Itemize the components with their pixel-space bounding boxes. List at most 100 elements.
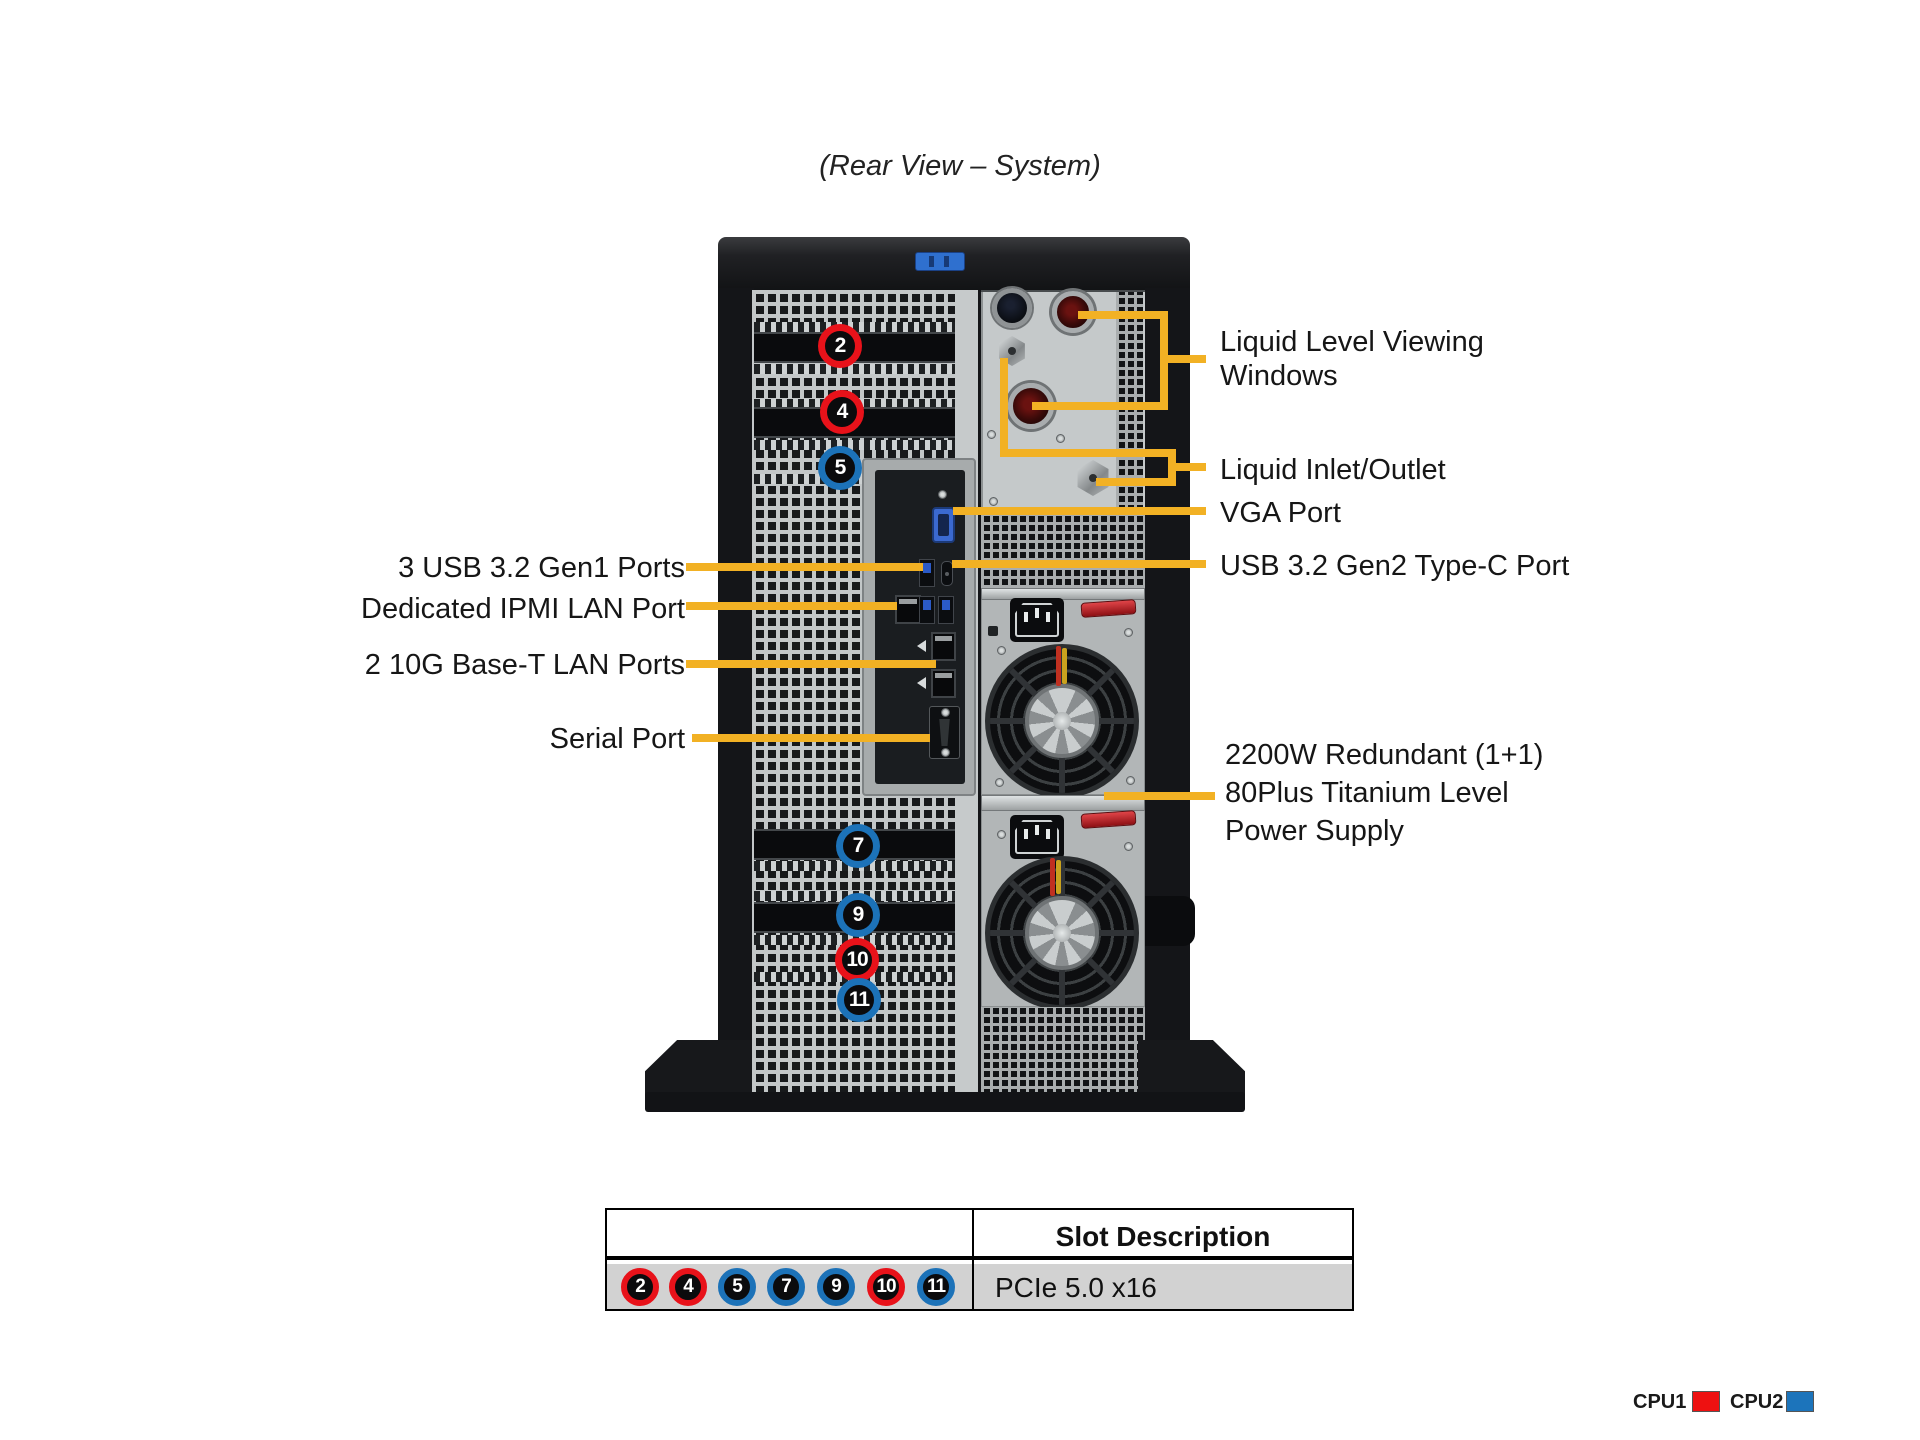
slot-table: Slot Description PCIe 5.0 x16 <box>605 1208 1354 1311</box>
vent-strip <box>754 440 955 450</box>
inlet-pin <box>1024 612 1028 622</box>
callout-bracket-inlet <box>1168 449 1176 486</box>
callout-line-window-bottom <box>1032 402 1167 410</box>
slot-table-header-row: Slot Description <box>607 1210 1352 1260</box>
serial-screw <box>941 748 950 757</box>
table-slot-badge-2: 2 <box>621 1268 659 1306</box>
callout-line-ipmi <box>686 602 897 610</box>
callout-line-inlet-top <box>1000 449 1176 457</box>
lan-indicator-icon <box>917 677 926 689</box>
psu-screw <box>995 778 1004 787</box>
port-shield <box>899 599 917 604</box>
valve-center <box>1089 474 1097 482</box>
slot-badge-9: 9 <box>836 893 880 937</box>
slot-badge-5: 5 <box>818 446 862 490</box>
inlet-pin <box>1046 612 1050 622</box>
usb-3-2-gen1-port <box>938 596 954 624</box>
psu1-led <box>988 626 998 636</box>
liquid-window-dark <box>992 288 1032 328</box>
callout-line-typec <box>952 560 1206 568</box>
panel-screw <box>1056 434 1065 443</box>
side-handle <box>1145 896 1195 946</box>
vent-strip <box>754 364 955 374</box>
panel-screw <box>987 430 996 439</box>
latch-notch <box>944 256 949 267</box>
slot-table-header-description: Slot Description <box>1055 1221 1271 1252</box>
latch-notch <box>929 256 934 267</box>
fan-wire-yellow <box>1056 860 1061 894</box>
legend-cpu2-label: CPU2 <box>1730 1391 1784 1413</box>
port-shield <box>935 636 952 641</box>
label-usb-gen1: 3 USB 3.2 Gen1 Ports <box>398 552 685 584</box>
table-slot-badge-11: 11 <box>917 1268 955 1306</box>
inlet-pin <box>1024 829 1028 839</box>
ac-inlet-1 <box>1010 598 1064 642</box>
panel-screw <box>989 497 998 506</box>
fan-wire-red <box>1056 646 1061 686</box>
psu-screw <box>1124 628 1133 637</box>
serial-port <box>929 706 960 759</box>
inlet-pin <box>1035 608 1039 618</box>
io-screw <box>938 490 947 499</box>
mid-vent-band <box>981 514 1145 588</box>
legend-cpu1-swatch <box>1692 1391 1720 1412</box>
chassis-foot-left <box>645 1040 752 1100</box>
valve-center <box>1008 347 1016 355</box>
ac-inlet-2 <box>1010 815 1064 859</box>
callout-line-serial <box>692 734 930 742</box>
fan-wire-yellow <box>1062 648 1067 684</box>
page-title: (Rear View – System) <box>819 150 1101 182</box>
usb-tongue <box>923 563 931 573</box>
chassis-foot-right <box>1138 1040 1245 1100</box>
inlet-pin <box>1046 829 1050 839</box>
callout-stub-inlet <box>1174 463 1206 471</box>
legend-cpu1-label: CPU1 <box>1633 1391 1687 1413</box>
label-psu: 2200W Redundant (1+1) 80Plus Titanium Le… <box>1225 736 1543 850</box>
fan-hub-center <box>1053 924 1071 942</box>
label-psu-line1: 2200W Redundant (1+1) <box>1225 739 1544 771</box>
usb-tongue <box>923 600 931 610</box>
slot-table-divider <box>972 1210 974 1309</box>
slot-table-cell-description: PCIe 5.0 x16 <box>995 1272 1157 1303</box>
usb-3-2-gen1-port <box>919 596 935 624</box>
label-psu-line3: Power Supply <box>1225 815 1404 847</box>
inlet-pin <box>1035 825 1039 835</box>
usb-typec-port <box>941 561 953 586</box>
callout-line-lan <box>686 660 936 668</box>
label-viewing-windows-line2: Windows <box>1220 360 1338 392</box>
panel-divider <box>978 290 981 1098</box>
callout-line-inlet-bottom <box>1096 478 1176 486</box>
psu-screw <box>1126 776 1135 785</box>
label-vga: VGA Port <box>1220 497 1341 529</box>
psu-screw <box>1124 842 1133 851</box>
typec-slot <box>945 572 949 576</box>
usb-tongue <box>942 600 950 610</box>
psu-screw <box>997 830 1006 839</box>
lan-port-2 <box>931 669 956 698</box>
slot-badge-7: 7 <box>836 824 880 868</box>
lan-indicator-icon <box>917 640 926 652</box>
inlet-frame <box>1015 603 1059 637</box>
table-slot-badge-4: 4 <box>669 1268 707 1306</box>
label-usb-typec: USB 3.2 Gen2 Type-C Port <box>1220 550 1570 582</box>
callout-stub-windows <box>1166 355 1206 363</box>
callout-drop-inlet <box>1000 358 1008 455</box>
callout-line-psu <box>1104 792 1215 800</box>
vent-strip <box>754 322 955 332</box>
label-serial: Serial Port <box>549 723 685 755</box>
label-viewing-windows-line1: Liquid Level Viewing <box>1220 326 1484 358</box>
table-slot-badge-5: 5 <box>718 1268 756 1306</box>
table-slot-badge-9: 9 <box>817 1268 855 1306</box>
serial-screw <box>941 708 950 717</box>
inlet-frame <box>1015 820 1059 854</box>
fan-wire-red <box>1050 858 1055 896</box>
top-latch <box>915 252 965 271</box>
serial-dshell <box>939 719 950 746</box>
slot-badge-10: 10 <box>835 938 879 982</box>
callout-line-window-top <box>1078 311 1167 319</box>
callout-line-vga <box>953 507 1206 515</box>
slot-badge-4: 4 <box>820 390 864 434</box>
chassis-base <box>645 1092 1245 1112</box>
label-ipmi: Dedicated IPMI LAN Port <box>361 593 685 625</box>
